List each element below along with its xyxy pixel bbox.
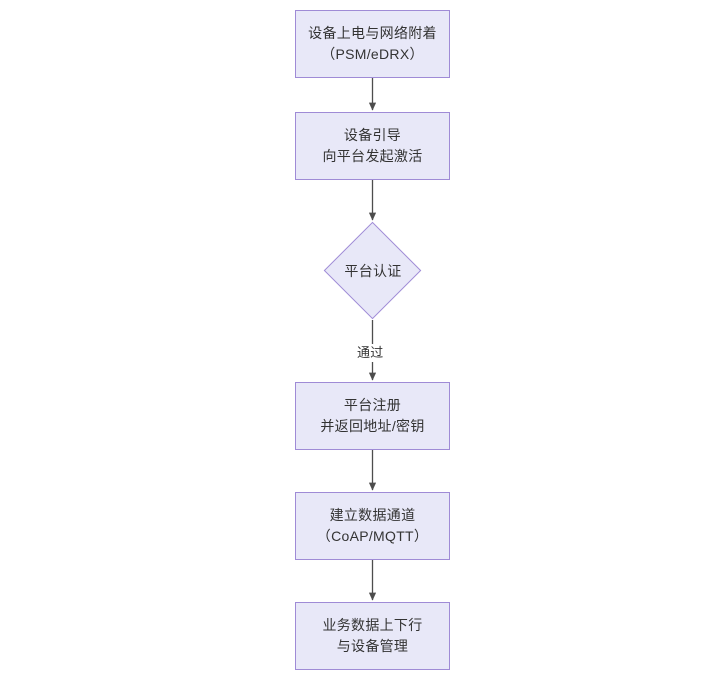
node-business-data-and-device-management[interactable]: 业务数据上下行 与设备管理	[295, 602, 450, 670]
node-establish-data-channel[interactable]: 建立数据通道 （CoAP/MQTT）	[295, 492, 450, 560]
edge-label-pass: 通过	[355, 344, 386, 362]
node-platform-auth-label: 平台认证	[344, 263, 402, 279]
node-device-bootstrap[interactable]: 设备引导 向平台发起激活	[295, 112, 450, 180]
node-platform-auth[interactable]: 平台认证	[323, 221, 422, 320]
node-platform-register[interactable]: 平台注册 并返回地址/密钥	[295, 382, 450, 450]
node-device-power-on[interactable]: 设备上电与网络附着 （PSM/eDRX）	[295, 10, 450, 78]
